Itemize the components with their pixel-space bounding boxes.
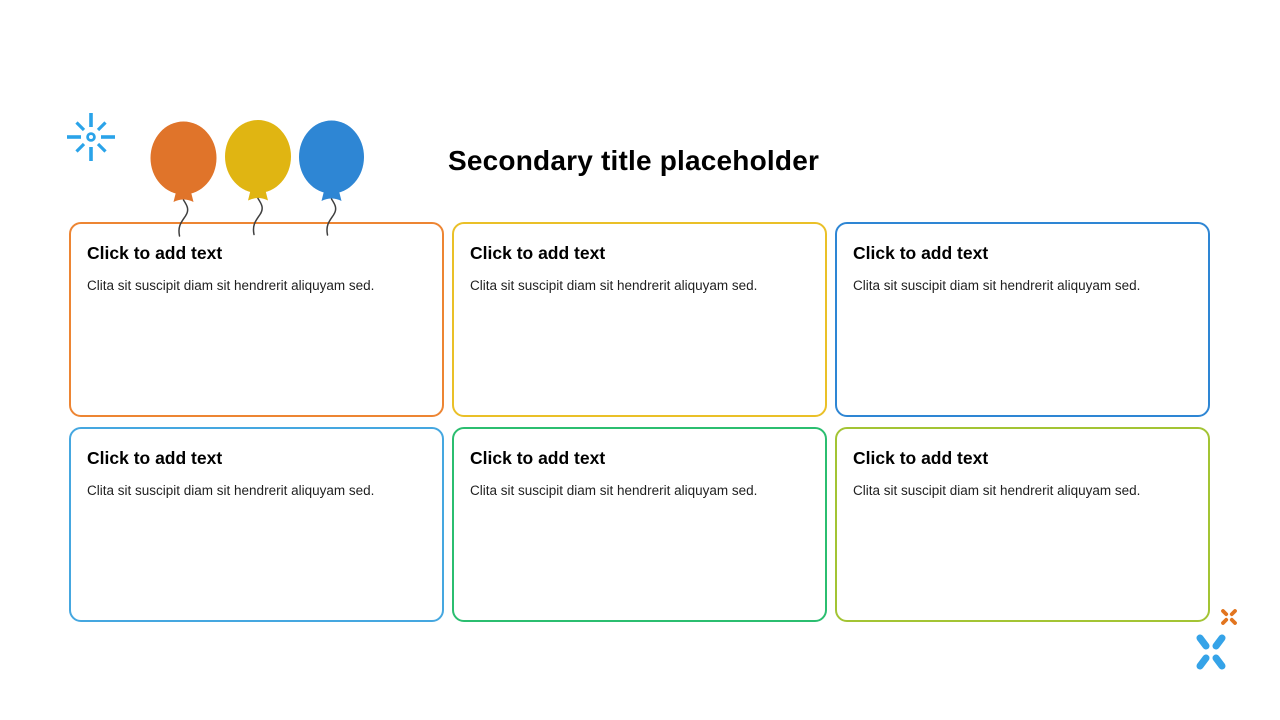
card-heading: Click to add text [853, 243, 989, 263]
text-card-3[interactable]: Click to add text Clita sit suscipit dia… [835, 222, 1210, 417]
card-heading: Click to add text [87, 448, 223, 468]
card-grid: Click to add text Clita sit suscipit dia… [69, 222, 1210, 622]
text-card-5[interactable]: Click to add text Clita sit suscipit dia… [452, 427, 827, 622]
balloon-yellow-icon [225, 120, 291, 201]
text-card-2[interactable]: Click to add text Clita sit suscipit dia… [452, 222, 827, 417]
page-title[interactable]: Secondary title placeholder [448, 145, 820, 176]
card-body-text: Clita sit suscipit diam sit hendrerit al… [470, 483, 758, 498]
card-heading: Click to add text [87, 243, 223, 263]
balloon-blue-icon [299, 120, 364, 201]
card-heading: Click to add text [470, 448, 606, 468]
card-body-text: Clita sit suscipit diam sit hendrerit al… [853, 278, 1141, 293]
balloon-orange-icon [150, 121, 217, 202]
card-body-text: Clita sit suscipit diam sit hendrerit al… [470, 278, 758, 293]
card-body-text: Clita sit suscipit diam sit hendrerit al… [87, 278, 375, 293]
card-heading: Click to add text [853, 448, 989, 468]
text-card-1[interactable]: Click to add text Clita sit suscipit dia… [69, 222, 444, 417]
x-sparkle-small-icon [1221, 609, 1237, 625]
card-body-text: Clita sit suscipit diam sit hendrerit al… [87, 483, 375, 498]
text-card-4[interactable]: Click to add text Clita sit suscipit dia… [69, 427, 444, 622]
card-body-text: Clita sit suscipit diam sit hendrerit al… [853, 483, 1141, 498]
card-heading: Click to add text [470, 243, 606, 263]
sparkle-icon [67, 113, 115, 161]
balloons-icon [150, 120, 364, 237]
text-card-6[interactable]: Click to add text Clita sit suscipit dia… [835, 427, 1210, 622]
x-sparkle-large-icon [1196, 634, 1226, 670]
